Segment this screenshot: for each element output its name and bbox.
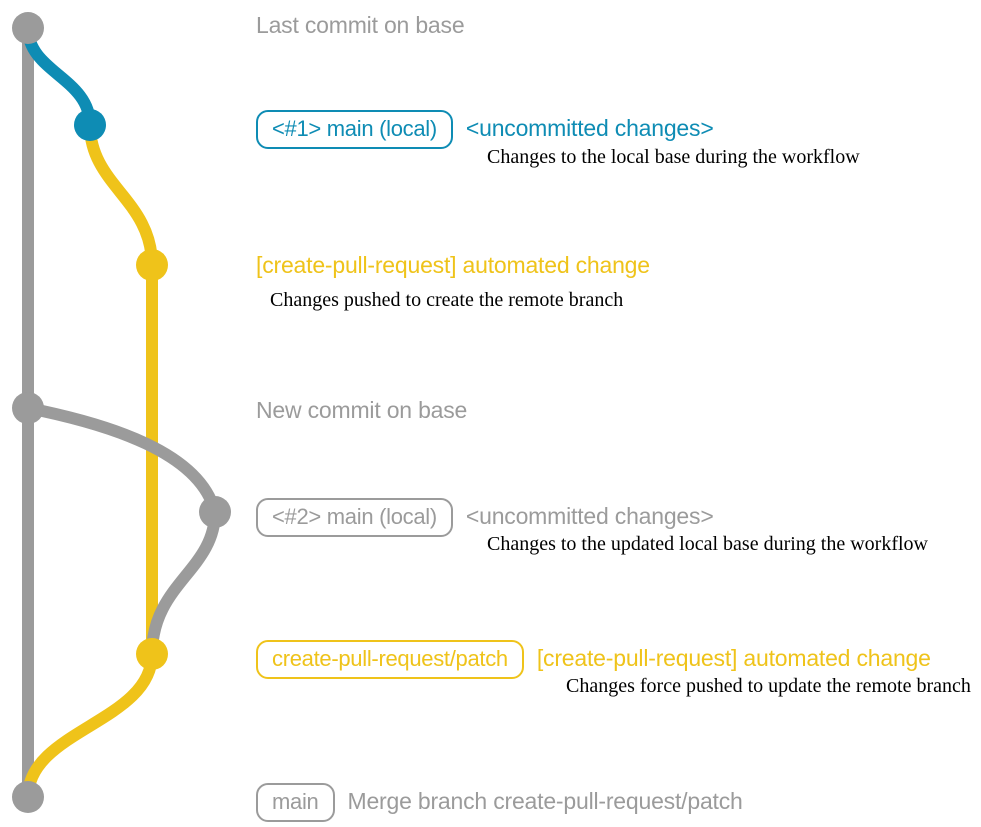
commit-subject: [create-pull-request] automated change xyxy=(256,252,650,278)
commit-row-local-commit-2: <#2> main (local) <uncommitted changes> xyxy=(256,498,714,538)
lane-patch-yellow-upper xyxy=(84,119,158,660)
commit-description-automated-change-2: Changes force pushed to update the remot… xyxy=(566,675,971,697)
lane-local2-to-patch xyxy=(146,506,221,660)
ref-badge-main[interactable]: main xyxy=(256,783,335,823)
commit-row-automated-change-2: create-pull-request/patch [create-pull-r… xyxy=(256,640,931,680)
commit-row-local-commit-1: <#1> main (local) <uncommitted changes> xyxy=(256,110,714,150)
commit-node-base-1[interactable] xyxy=(12,12,44,44)
commit-node-base-2[interactable] xyxy=(12,392,44,424)
commit-node-base-3[interactable] xyxy=(12,781,44,813)
commit-subject: Last commit on base xyxy=(256,12,465,38)
commit-row-new-commit-on-base: New commit on base xyxy=(256,397,468,423)
commit-row-last-commit-on-base: Last commit on base xyxy=(256,12,465,38)
commit-node-local-2[interactable] xyxy=(199,496,231,528)
commit-node-local-1[interactable] xyxy=(74,109,106,141)
lane-local2-gray xyxy=(22,402,221,518)
commit-subject: <uncommitted changes> xyxy=(465,115,714,141)
commit-subject: <uncommitted changes> xyxy=(465,503,714,529)
commit-node-patch-1[interactable] xyxy=(136,249,168,281)
commit-subject: Merge branch create-pull-request/patch xyxy=(347,788,743,814)
commit-row-merge-commit: main Merge branch create-pull-request/pa… xyxy=(256,783,743,823)
ref-badge-main-local-2[interactable]: <#2> main (local) xyxy=(256,498,453,538)
commit-description-local-commit-2: Changes to the updated local base during… xyxy=(487,533,928,555)
commit-subject: [create-pull-request] automated change xyxy=(536,645,931,671)
commit-graph-svg xyxy=(12,12,231,813)
commit-row-automated-change-1: [create-pull-request] automated change xyxy=(256,252,650,278)
commit-description-automated-change-1: Changes pushed to create the remote bran… xyxy=(270,289,624,311)
ref-badge-main-local-1[interactable]: <#1> main (local) xyxy=(256,110,453,150)
lane-patch-merge-to-base xyxy=(22,648,158,803)
commit-description-local-commit-1: Changes to the local base during the wor… xyxy=(487,146,860,168)
commit-subject: New commit on base xyxy=(256,397,468,423)
lane-local-teal xyxy=(22,22,96,131)
ref-badge-create-pull-request-patch[interactable]: create-pull-request/patch xyxy=(256,640,524,680)
commit-node-patch-2[interactable] xyxy=(136,638,168,670)
